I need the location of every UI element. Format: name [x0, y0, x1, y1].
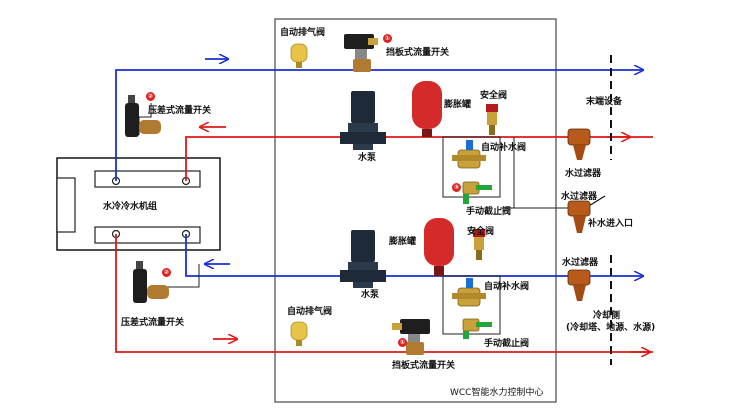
label-terminal-equipment: 末端设备 [586, 97, 623, 107]
bypass-piping [138, 103, 581, 335]
chiller-unit [56, 157, 221, 251]
label-auto-fill-bottom: 自动补水阀 [484, 282, 530, 292]
diff-pressure-switch-icon [133, 261, 169, 303]
label-manual-stop-top: 手动截止阀 [466, 207, 512, 217]
manual-stop-valve-icon [462, 318, 492, 339]
label-filter-3: 水过滤器 [562, 258, 599, 268]
label-auto-fill-top: 自动补水阀 [481, 143, 527, 153]
chilled-supply-line [115, 70, 643, 181]
label-cooling-side-sub: (冷却塔、地源、水源) [566, 323, 656, 333]
label-safety-valve-top: 安全阀 [480, 91, 508, 101]
water-filter-icon [567, 269, 591, 301]
marker-3: ③ [452, 183, 461, 192]
pump-icon [340, 91, 386, 150]
auto-fill-valve-icon [452, 278, 486, 307]
label-cooling-side: 冷却侧 [593, 311, 621, 321]
marker-1-top: ① [383, 34, 392, 43]
auto-air-valve-icon [290, 321, 308, 346]
label-filter-1: 水过滤器 [565, 169, 602, 179]
label-diff-switch-bottom: 压差式流量开关 [121, 318, 185, 328]
water-filter-icon [567, 128, 591, 160]
label-control-center: WCC智能水力控制中心 [450, 388, 544, 398]
label-diff-switch-top: 压差式流量开关 [148, 106, 212, 116]
label-paddle-switch-top: 挡板式流量开关 [386, 48, 450, 58]
label-filter-2: 水过滤器 [561, 192, 598, 202]
label-paddle-switch-bottom: 挡板式流量开关 [392, 361, 456, 371]
manual-stop-valve-icon [462, 181, 492, 204]
pump-icon [340, 230, 386, 288]
control-center-box [274, 18, 557, 403]
label-expansion-tank-top: 膨胀罐 [444, 100, 472, 110]
label-pump-bottom: 水泵 [361, 290, 380, 300]
safety-valve-icon [486, 104, 498, 135]
diff-pressure-switch-icon [125, 95, 161, 137]
label-chiller: 水冷冷水机组 [103, 202, 158, 212]
auto-fill-valve-icon [452, 140, 486, 169]
paddle-flow-switch-icon [344, 34, 378, 72]
label-auto-air-valve-bottom: 自动排气阀 [287, 307, 333, 317]
label-auto-air-valve-top: 自动排气阀 [280, 28, 326, 38]
water-filter-icon [567, 200, 591, 233]
marker-2-bottom: ② [162, 268, 171, 277]
label-pump-top: 水泵 [358, 153, 377, 163]
expansion-tank-icon [424, 218, 454, 276]
paddle-flow-switch-icon [392, 319, 430, 355]
label-fill-inlet: 补水进入口 [588, 219, 634, 229]
marker-1-bottom: ① [398, 338, 407, 347]
safety-valve-icon [473, 229, 485, 260]
expansion-tank-icon [412, 81, 442, 137]
cooling-return-line [115, 234, 653, 353]
label-safety-valve-bottom: 安全阀 [467, 227, 495, 237]
marker-2-top: ② [146, 92, 155, 101]
label-manual-stop-bottom: 手动截止阀 [484, 339, 530, 349]
auto-air-valve-icon [290, 43, 308, 68]
label-expansion-tank-bottom: 膨胀罐 [389, 237, 417, 247]
